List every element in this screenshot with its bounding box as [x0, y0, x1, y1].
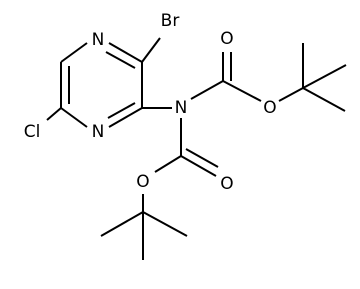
bond-c9-o4-double — [185, 148, 219, 168]
atom-label-n-ring-bottom: N — [92, 122, 105, 142]
atom-labels: N N Br Cl N O O O O — [24, 11, 277, 194]
bond-n1-c2-inner — [105, 51, 136, 69]
bond-c3-n4-inner — [107, 102, 136, 119]
atom-label-n-amide: N — [175, 98, 188, 118]
bond-c7-o2 — [222, 80, 262, 102]
pyrazine-ring — [60, 42, 143, 128]
bond-namide-c7 — [190, 80, 224, 100]
atom-label-chlorine: Cl — [24, 122, 41, 142]
boc-group-lower — [100, 118, 219, 260]
bond-o2-c8 — [278, 87, 304, 102]
boc-group-upper — [190, 43, 347, 112]
atom-label-o-ester-1: O — [263, 98, 276, 118]
bond-c6-n1 — [60, 42, 88, 63]
bond-c10-me2 — [100, 211, 144, 237]
bond-c10-me3 — [142, 211, 188, 237]
ring-substituents — [46, 37, 172, 121]
bond-c9-o4 — [180, 155, 217, 177]
bond-c2-br — [141, 37, 161, 63]
atom-label-o-carbonyl-1: O — [220, 29, 233, 49]
bond-c5-cl — [46, 107, 62, 121]
bond-n4-c5 — [60, 107, 88, 128]
bond-c9-o3 — [154, 155, 182, 173]
bond-n1-c2 — [108, 42, 143, 63]
bond-c3-n4 — [108, 107, 143, 128]
bond-c8-me3 — [302, 87, 346, 112]
atom-label-bromine: Br — [161, 11, 180, 31]
atom-label-o-carbonyl-2: O — [220, 174, 233, 194]
atom-label-n-ring-top: N — [92, 30, 105, 50]
atom-label-o-ester-2: O — [136, 172, 149, 192]
bond-c8-me2 — [302, 64, 347, 89]
